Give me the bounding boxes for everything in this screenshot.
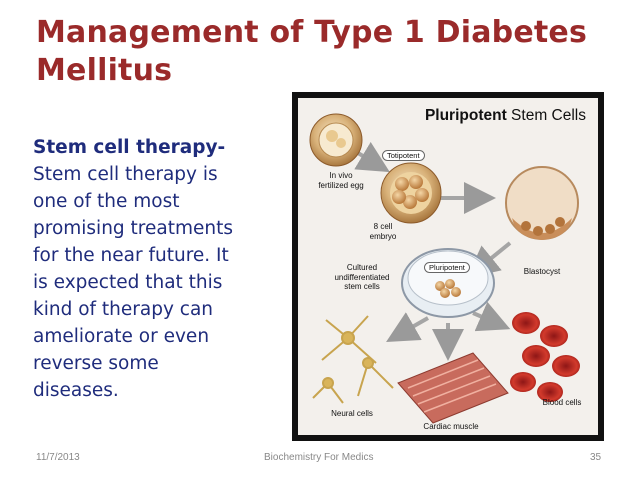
- slide-title: Management of Type 1 Diabetes Mellitus: [36, 15, 588, 88]
- body-paragraph: Stem cell therapy is one of the most pro…: [33, 164, 233, 401]
- figure-title-bold: Pluripotent: [424, 107, 507, 124]
- neural-cells-icon: [312, 315, 394, 404]
- blood-cells-icon: [510, 312, 580, 402]
- arrows: [351, 141, 512, 361]
- eight-cell-label: 8 cell embryo: [358, 222, 408, 241]
- eight-cell-line1: 8 cell: [373, 222, 393, 231]
- footer-date: 11/7/2013: [36, 452, 80, 463]
- in-vivo-line2: fertilized egg: [318, 180, 364, 190]
- cultured-line1: Cultured: [346, 263, 378, 272]
- blastocyst-label: Blastocyst: [523, 267, 561, 276]
- stem-cell-figure: Pluripotent Stem Cells Totipotent In viv…: [292, 92, 604, 441]
- fertilized-egg-icon: [309, 113, 363, 167]
- cultured-line2: undifferentiated: [334, 272, 390, 282]
- cardiac-muscle-label: Cardiac muscle: [423, 422, 479, 431]
- cultured-line3: stem cells: [344, 282, 380, 291]
- body-lead: Stem cell therapy-: [33, 137, 226, 158]
- slide-body: Stem cell therapy- Stem cell therapy is …: [33, 134, 238, 404]
- neural-cells-label: Neural cells: [331, 409, 373, 418]
- blood-cells-label: Blood cells: [542, 398, 582, 407]
- totipotent-tag: Totipotent: [382, 150, 425, 161]
- pluripotent-tag: Pluripotent: [424, 262, 470, 273]
- in-vivo-label: In vivo fertilized egg: [306, 171, 376, 190]
- figure-title-rest: Stem Cells: [506, 107, 586, 124]
- eight-cell-embryo-icon: [380, 162, 442, 224]
- figure-title: Pluripotent Stem Cells: [425, 107, 586, 125]
- blastocyst-icon: [505, 166, 579, 240]
- footer-page-number: 35: [590, 452, 602, 463]
- eight-cell-line2: embryo: [369, 231, 397, 241]
- cultured-label: Cultured undifferentiated stem cells: [326, 263, 398, 292]
- cardiac-muscle-icon: [397, 352, 509, 424]
- petri-dish-icon: [401, 248, 495, 318]
- in-vivo-line1: In vivo: [329, 171, 353, 180]
- footer-source: Biochemistry For Medics: [264, 452, 374, 463]
